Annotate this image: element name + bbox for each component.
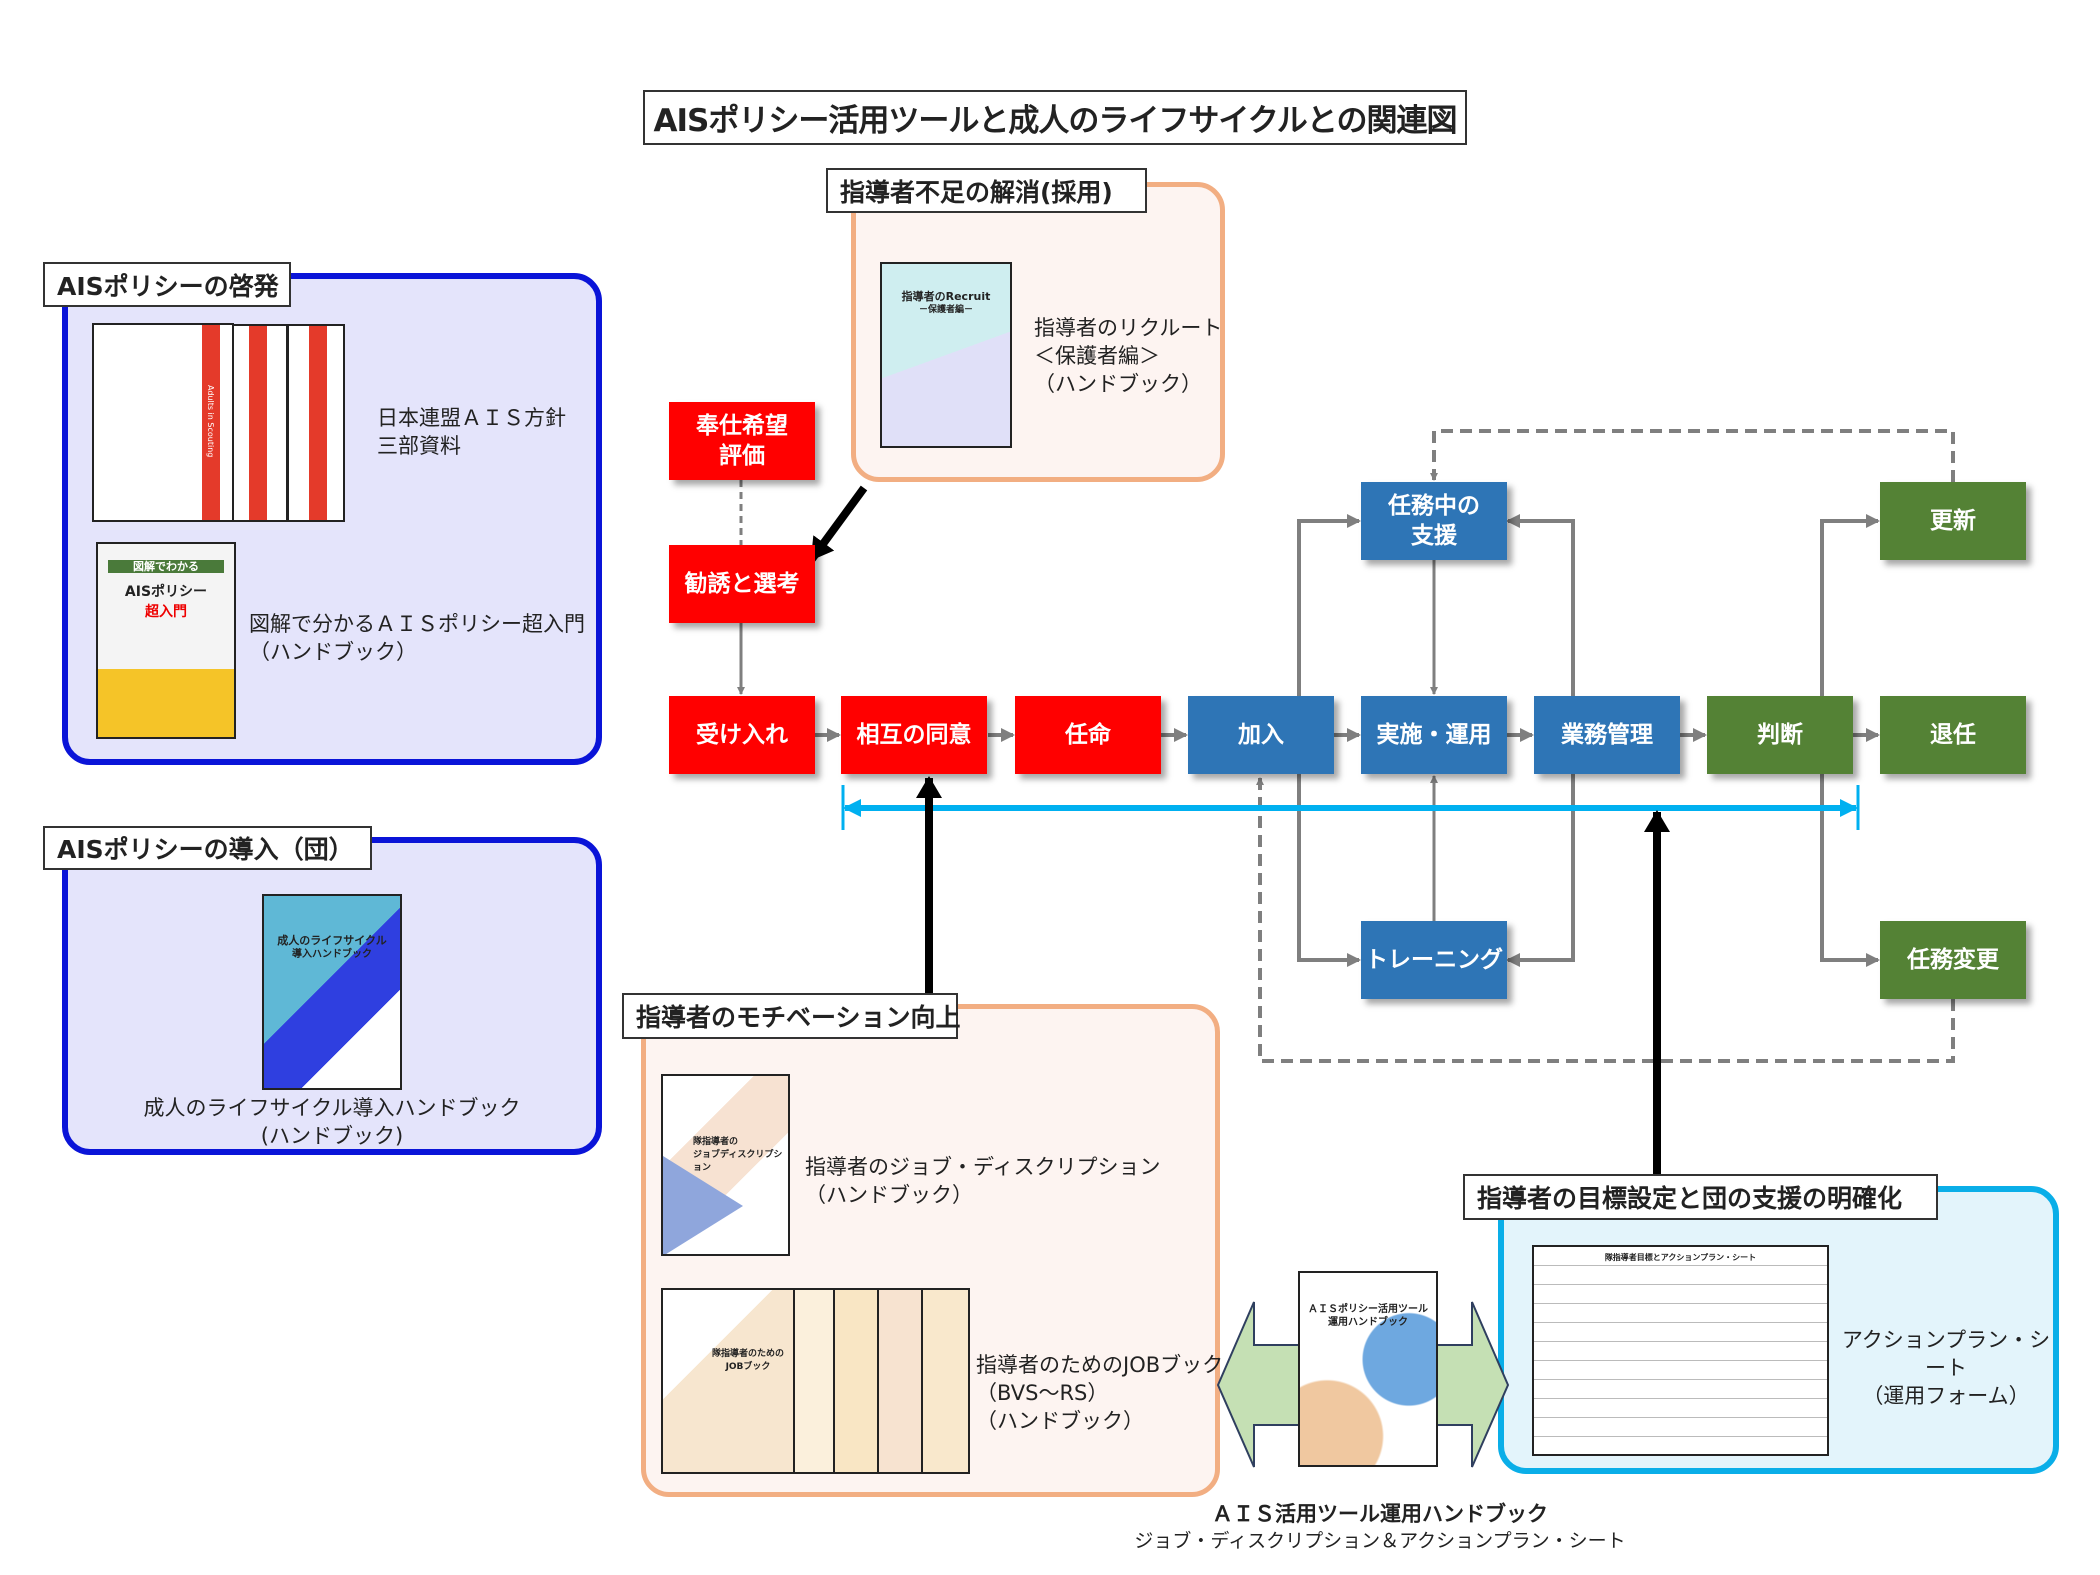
flow-appoint: 任命	[1015, 696, 1161, 774]
recruit-header: 指導者不足の解消(採用)	[826, 168, 1147, 213]
handbook-caption-sub: ジョブ・ディスクリプション＆アクションプラン・シート	[1134, 1530, 1626, 1552]
flow-support: 任務中の 支援	[1361, 482, 1507, 560]
page-title: AISポリシー活用ツールと成人のライフサイクルとの関連図	[643, 90, 1467, 145]
job-books-label: 指導者のためのJOBブック （BVS～RS） （ハンドブック）	[976, 1353, 1224, 1433]
connector-judge-change	[1820, 774, 1880, 967]
awareness-header: AISポリシーの啓発	[43, 262, 291, 307]
connector-change-join-dashed	[1256, 777, 1955, 1063]
lifecycle-handbook-label: 成人のライフサイクル導入ハンドブック (ハンドブック)	[143, 1096, 521, 1148]
flow-judge: 判断	[1707, 696, 1853, 774]
recruit-to-selection-arrow	[808, 485, 868, 562]
ais-intro-book-label: 図解で分かるＡＩＳポリシー超入門 （ハンドブック）	[249, 612, 585, 664]
flow-renew: 更新	[1880, 482, 2026, 560]
flow-operate: 実施・運用	[1361, 696, 1507, 774]
goal-setting-header: 指導者の目標設定と団の支援の明確化	[1463, 1174, 1938, 1220]
flow-training: トレーニング	[1361, 921, 1507, 999]
action-plan-sheet-label: アクションプラン・シート （運用フォーム）	[1841, 1328, 2051, 1408]
recruit-book-label: 指導者のリクルート ＜保護者編＞ （ハンドブック）	[1034, 316, 1223, 396]
flow-accept: 受け入れ	[669, 696, 815, 774]
connector-manage-support	[1506, 514, 1575, 696]
action-plan-sheet-image: 隊指導者目標とアクションプラン・シート	[1532, 1245, 1829, 1456]
introduction-header: AISポリシーの導入（団）	[43, 826, 372, 870]
job-books-image: 隊指導者のための JOBブック	[661, 1288, 970, 1474]
connector-manage-training	[1506, 774, 1575, 967]
connector-join-support	[1297, 514, 1361, 696]
flow-join: 加入	[1188, 696, 1334, 774]
flow-manage: 業務管理	[1534, 696, 1680, 774]
job-description-label: 指導者のジョブ・ディスクリプション （ハンドブック）	[805, 1155, 1161, 1207]
left-double-arrow-icon	[1216, 1301, 1301, 1468]
flow-retire: 退任	[1880, 696, 2026, 774]
ais-policy-docs-label: 日本連盟ＡＩＳ方針 三部資料	[377, 406, 566, 458]
lifecycle-span-line	[841, 785, 1860, 830]
ais-tool-handbook-image: ＡＩＳポリシー活用ツール 運用ハンドブック	[1298, 1271, 1438, 1467]
flow-recruit-select: 勧誘と選考	[669, 545, 815, 623]
motivation-header: 指導者のモチベーション向上	[622, 993, 961, 1039]
flow-change: 任務変更	[1880, 921, 2026, 999]
flow-agreement: 相互の同意	[841, 696, 987, 774]
connector-join-training	[1297, 774, 1361, 967]
job-description-book-image: 隊指導者の ジョブディスクリプション	[661, 1074, 790, 1256]
ais-policy-docs-image: Adults in Scouting	[92, 323, 345, 522]
ais-intro-book-image: 図解でわかる AISポリシー 超入門	[96, 542, 236, 739]
handbook-caption-title: ＡＩＳ活用ツール運用ハンドブック	[1212, 1502, 1548, 1526]
connector-judge-renew	[1820, 514, 1880, 696]
recruit-book-image: 指導者のRecruit －保護者編－	[880, 262, 1012, 448]
flow-service-eval: 奉仕希望 評価	[669, 402, 815, 480]
connector-renew-support-dashed	[1430, 429, 1955, 482]
right-double-arrow-icon	[1433, 1301, 1510, 1468]
lifecycle-handbook-image: 成人のライフサイクル 導入ハンドブック	[262, 894, 402, 1090]
